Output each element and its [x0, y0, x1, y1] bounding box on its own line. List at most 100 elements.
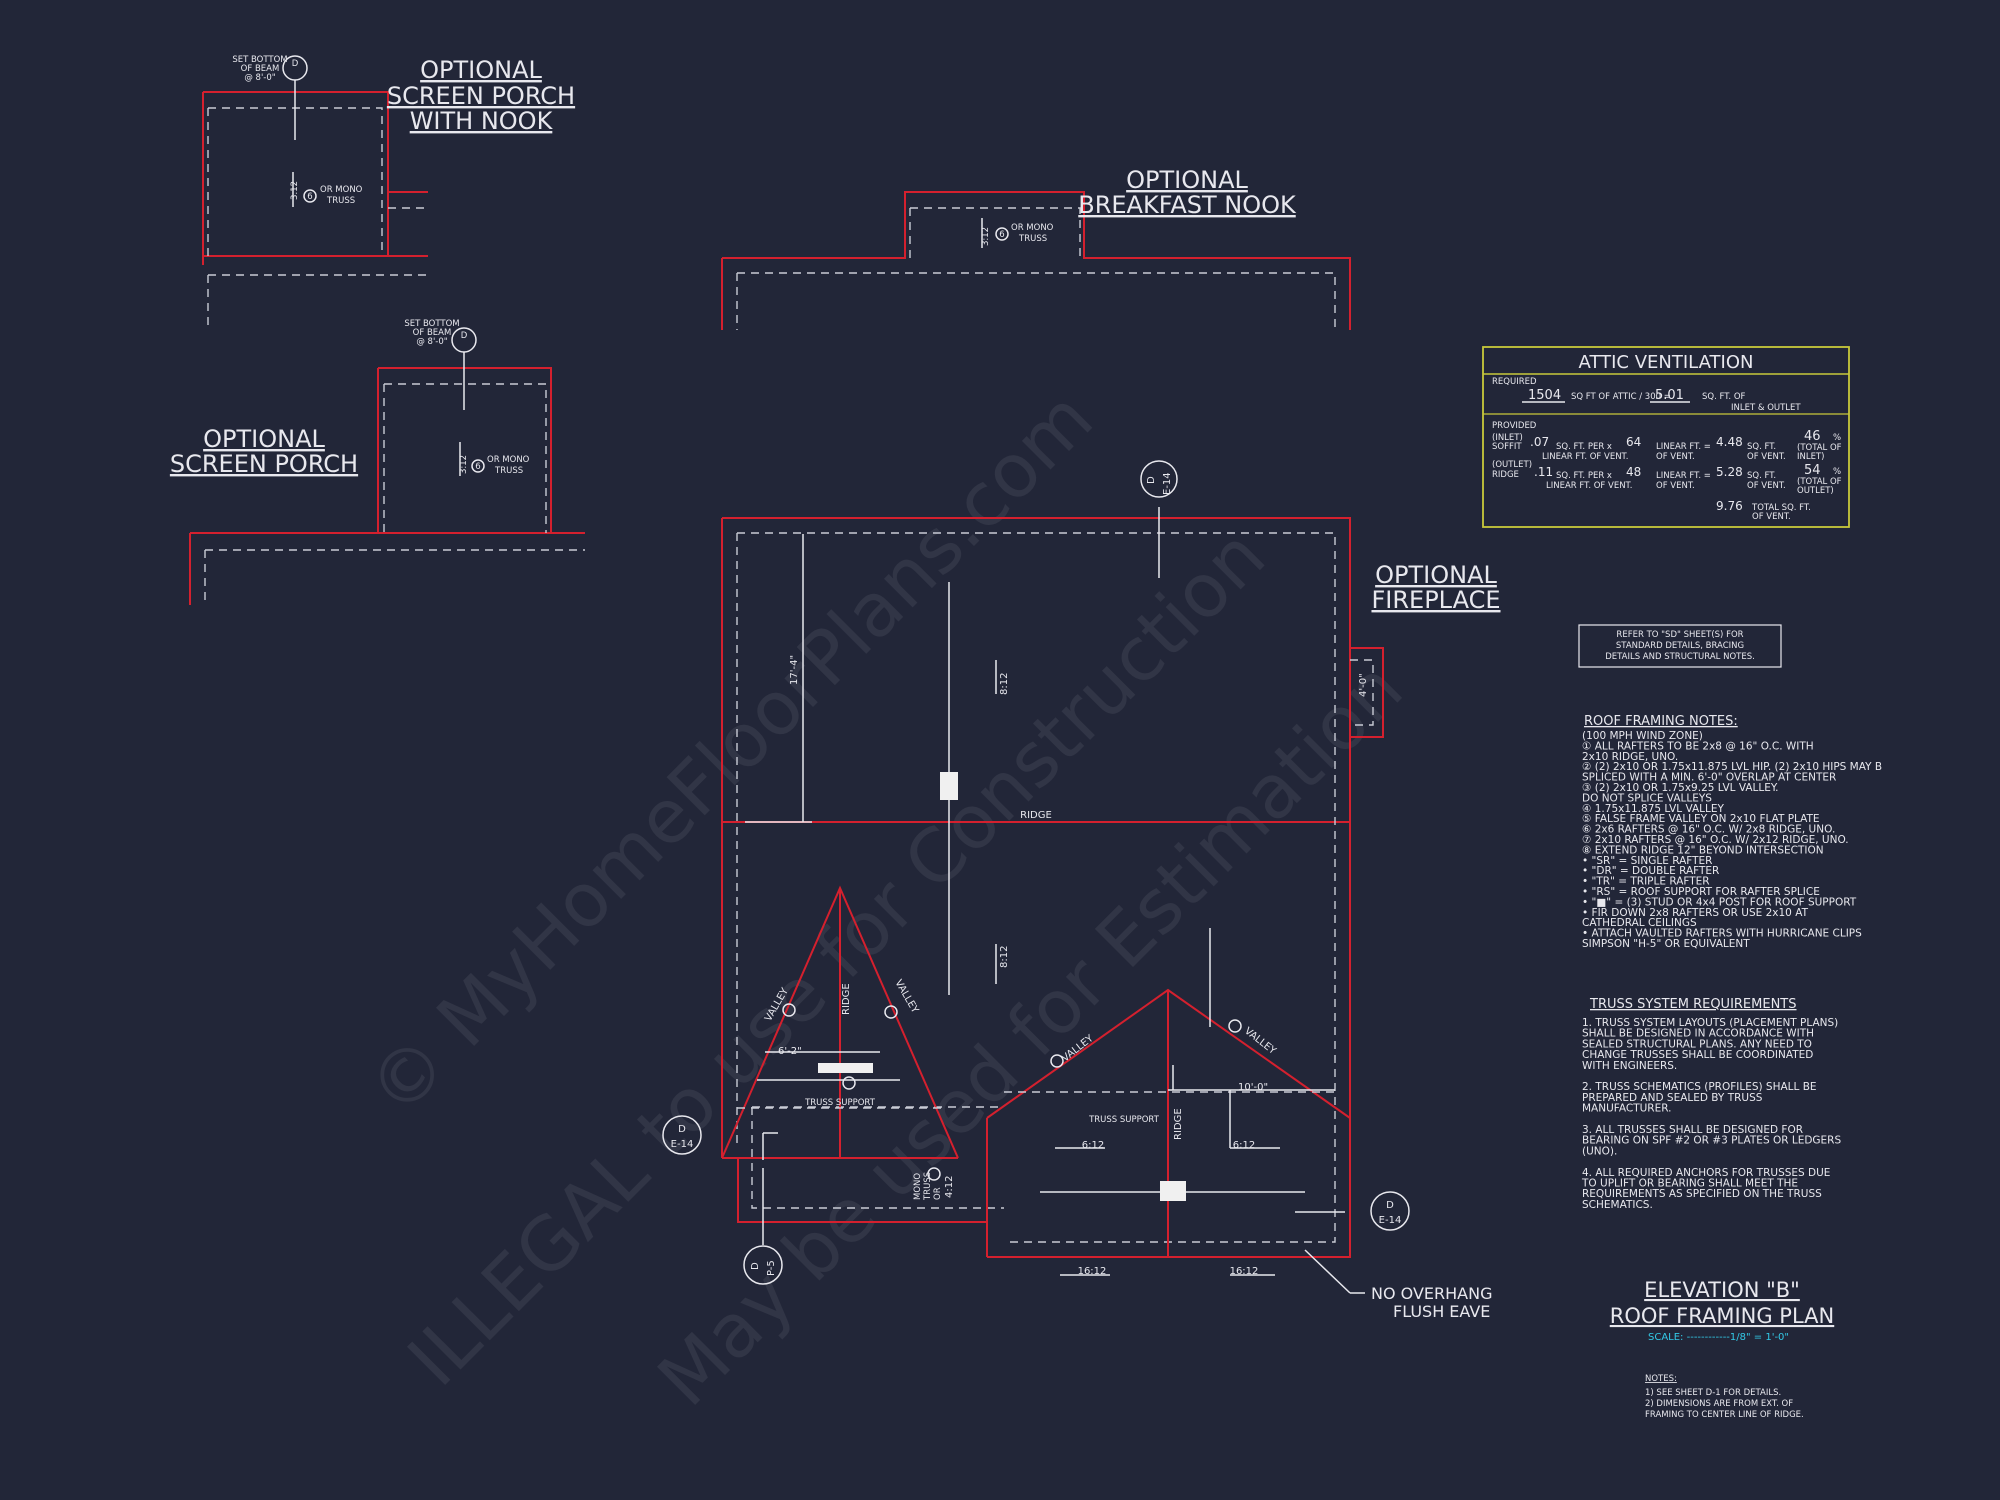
inlet-total: 4.48	[1716, 435, 1743, 449]
inlet-label-1: (INLET)	[1492, 433, 1523, 443]
section-marker-letter: D	[292, 59, 299, 69]
required-text: SQ FT OF ATTIC / 300 =	[1571, 392, 1671, 402]
row-text-a: SQ. FT. PER x	[1556, 471, 1612, 481]
row-unit: SQ. FT.	[1747, 471, 1776, 481]
row-sub-a: LINEAR FT. OF VENT.	[1546, 481, 1632, 491]
roof-note-line: ⑥ 2x6 RAFTERS @ 16" O.C. W/ 2x8 RIDGE, U…	[1582, 824, 1835, 836]
screen-porch-nook-title-3: WITH NOOK	[410, 107, 554, 135]
outlet-sqft: .11	[1534, 465, 1553, 479]
refer-line-3: DETAILS AND STRUCTURAL NOTES.	[1605, 652, 1755, 662]
roof-note-line: • "■" = (3) STUD OR 4x4 POST FOR ROOF SU…	[1582, 896, 1857, 908]
outlet-pct: 54	[1804, 463, 1821, 478]
truss-note-line: WITH ENGINEERS.	[1582, 1060, 1677, 1072]
refer-box: REFER TO "SD" SHEET(S) FOR STANDARD DETA…	[1578, 624, 1782, 668]
pitch-label: 3:12	[290, 181, 300, 200]
bottom-note-line: 2) DIMENSIONS ARE FROM EXT. OF	[1645, 1399, 1793, 1409]
attic-ventilation-table: ATTIC VENTILATION REQUIRED 1504 SQ FT OF…	[1482, 346, 1850, 528]
section-marker-sheet: E-14	[1162, 472, 1173, 495]
set-bottom-line-1: SET BOTTOM	[404, 319, 459, 329]
truss-note-line: SHALL BE DESIGNED IN ACCORDANCE WITH	[1582, 1028, 1814, 1040]
bottom-notes-title: NOTES:	[1645, 1374, 1677, 1384]
roof-note-line: DO NOT SPLICE VALLEYS	[1582, 792, 1712, 804]
truss-note-line: 2. TRUSS SCHEMATICS (PROFILES) SHALL BE	[1582, 1081, 1817, 1093]
roof-note-line: ① ALL RAFTERS TO BE 2x8 @ 16" O.C. WITH	[1582, 740, 1814, 752]
pct-inlet-3: INLET)	[1797, 452, 1824, 462]
roof-note-line: 2x10 RIDGE, UNO.	[1582, 751, 1678, 763]
main-roof-plan: RIDGE 17'-4" 8:12 8:12 VALLEY RIDGE VALL…	[662, 460, 1501, 1321]
pct-outlet-3: OUTLET)	[1797, 486, 1834, 496]
breakfast-nook-title-1: OPTIONAL	[1126, 166, 1248, 194]
screen-porch-nook-title-2: SCREEN PORCH	[387, 82, 575, 110]
dim-label: 6'-2"	[778, 1046, 802, 1057]
inlet-lf: 64	[1626, 435, 1641, 449]
sheet-title-block: ELEVATION "B" ROOF FRAMING PLAN SCALE: -…	[1610, 1278, 1834, 1343]
set-bottom-line-3: @ 8'-0"	[416, 337, 447, 347]
refer-line-1: REFER TO "SD" SHEET(S) FOR	[1616, 630, 1743, 640]
truss-system-requirements: TRUSS SYSTEM REQUIREMENTS 1. TRUSS SYSTE…	[1581, 997, 1841, 1211]
inlet-sqft: .07	[1530, 435, 1549, 449]
outlet-total: 5.28	[1716, 465, 1743, 479]
roof-framing-notes: ROOF FRAMING NOTES: (100 MPH WIND ZONE)①…	[1582, 714, 1882, 950]
row-unit-sub: OF VENT.	[1747, 452, 1786, 462]
row-sub-b: OF VENT.	[1656, 481, 1695, 491]
pitch-label: 4:12	[944, 1176, 955, 1198]
sheet-title-line-2: ROOF FRAMING PLAN	[1610, 1304, 1834, 1328]
truss-note-line: CHANGE TRUSSES SHALL BE COORDINATED	[1582, 1049, 1813, 1061]
fireplace-title-1: OPTIONAL	[1375, 561, 1497, 589]
required-unit: SQ. FT. OF	[1702, 392, 1746, 402]
roof-note-line: • ATTACH VAULTED RAFTERS WITH HURRICANE …	[1582, 928, 1862, 940]
row-text-b: LINEAR FT. =	[1656, 471, 1711, 481]
circle-marker: 6	[475, 462, 480, 472]
truss-support-label: TRUSS SUPPORT	[1088, 1115, 1160, 1125]
roof-note-line: • "DR" = DOUBLE RAFTER	[1582, 865, 1719, 877]
roof-note-line: • FIR DOWN 2x8 RAFTERS OR USE 2x10 AT	[1582, 907, 1809, 919]
mono-truss-line-1: OR MONO	[487, 455, 530, 465]
pitch-label: 3:12	[459, 455, 469, 474]
roof-note-line: ④ 1.75x11.875 LVL VALLEY	[1582, 803, 1725, 815]
roof-note-line: • "TR" = TRIPLE RAFTER	[1582, 876, 1710, 888]
pitch-label: 16:12	[1230, 1266, 1259, 1277]
mono-truss-line-1: OR MONO	[320, 185, 363, 195]
pitch-label: 8:12	[999, 946, 1010, 968]
roof-note-line: ⑦ 2x10 RAFTERS @ 16" O.C. W/ 2x12 RIDGE,…	[1582, 834, 1849, 846]
truss-note-line: BEARING ON SPF #2 OR #3 PLATES OR LEDGER…	[1582, 1135, 1841, 1147]
roof-note-line: • "SR" = SINGLE RAFTER	[1582, 855, 1712, 867]
total-sub: OF VENT.	[1752, 512, 1791, 522]
set-bottom-line-1: SET BOTTOM	[232, 55, 287, 65]
truss-notes-title: TRUSS SYSTEM REQUIREMENTS	[1589, 997, 1797, 1012]
roof-note-line: CATHEDRAL CEILINGS	[1582, 917, 1697, 929]
pct-inlet-2: (TOTAL OF	[1797, 443, 1842, 453]
inlet-label-2: SOFFIT	[1492, 442, 1522, 452]
required-unit-2: INLET & OUTLET	[1731, 403, 1801, 413]
section-marker-letter: D	[678, 1124, 686, 1135]
scale-label: SCALE: ------------1/8" = 1'-0"	[1648, 1332, 1789, 1343]
inlet-pct: 46	[1804, 429, 1821, 444]
attic-ventilation-title: ATTIC VENTILATION	[1579, 352, 1754, 373]
pct-outlet-1: %	[1833, 467, 1841, 477]
outlet-lf: 48	[1626, 465, 1641, 479]
circle-marker: 6	[307, 192, 312, 202]
dim-label: 4'-0"	[1358, 673, 1369, 697]
screen-porch-plan: D SET BOTTOM OF BEAM @ 8'-0" 3:12 6 OR M…	[170, 319, 585, 605]
roof-note-line: ② (2) 2x10 OR 1.75x11.875 LVL HIP. (2) 2…	[1582, 761, 1882, 773]
required-vent: 5.01	[1655, 388, 1684, 403]
roof-note-line: (100 MPH WIND ZONE)	[1582, 730, 1703, 742]
pitch-label: 6:12	[1233, 1140, 1255, 1151]
section-marker-letter: D	[750, 1262, 761, 1270]
pct-outlet-2: (TOTAL OF	[1797, 477, 1842, 487]
total-label: TOTAL SQ. FT.	[1751, 503, 1811, 513]
section-marker-sheet: P-5	[766, 1260, 777, 1276]
truss-note-line: MANUFACTURER.	[1582, 1103, 1671, 1115]
dim-label: 17'-4"	[789, 655, 800, 685]
truss-note-line: TO UPLIFT OR BEARING SHALL MEET THE	[1581, 1178, 1798, 1190]
ridge-label: RIDGE	[1173, 1108, 1184, 1140]
screen-porch-with-nook-plan: D SET BOTTOM OF BEAM @ 8'-0" 3:12 6 OR M…	[202, 55, 575, 330]
truss-note-line: 1. TRUSS SYSTEM LAYOUTS (PLACEMENT PLANS…	[1582, 1017, 1838, 1029]
roof-note-line: ⑧ EXTEND RIDGE 12" BEYOND INTERSECTION	[1582, 844, 1824, 856]
ridge-label: RIDGE	[1020, 810, 1052, 821]
screen-porch-nook-title-1: OPTIONAL	[420, 56, 542, 84]
truss-note-line: SEALED STRUCTURAL PLANS. ANY NEED TO	[1582, 1038, 1812, 1050]
row-text-a: SQ. FT. PER x	[1556, 442, 1612, 452]
pct-inlet-1: %	[1833, 433, 1841, 443]
